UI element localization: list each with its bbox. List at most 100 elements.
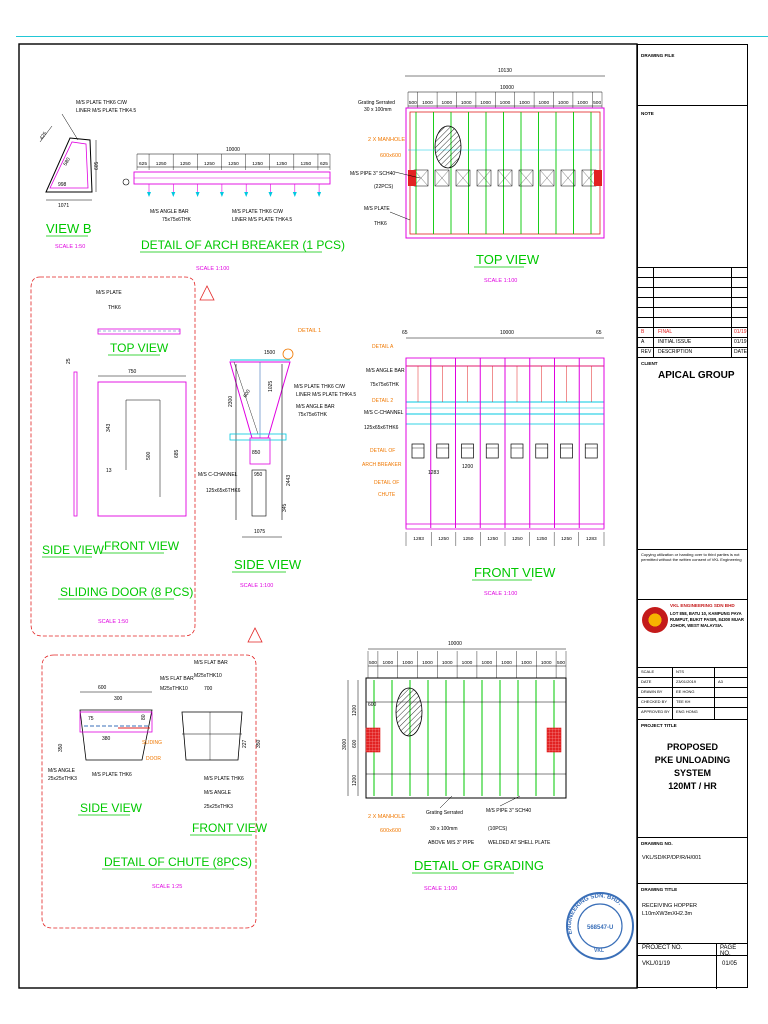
front-chute-2: [461, 443, 474, 459]
front-span-4: 1250: [512, 536, 523, 542]
door-front-d1: 13: [106, 468, 112, 474]
front-chute-note-2: CHUTE: [378, 492, 396, 498]
grading-span-3: 1000: [422, 660, 433, 666]
view-b-note: M/S PLATE THK6 C/W: [76, 100, 127, 106]
drawing-file-label: DRAWING FILE: [641, 53, 675, 58]
main-front-view-title: FRONT VIEW: [474, 565, 556, 580]
sign-approved-label: APPROVED BY: [641, 709, 670, 714]
main-front-view-scale: SCALE 1:100: [484, 591, 517, 597]
grading-above-note: ABOVE M/S 3" PIPE: [428, 840, 475, 846]
rev-a-date: 01/19: [734, 339, 747, 345]
front-angle-note: M/S ANGLE BAR: [366, 368, 405, 374]
arch-drop-head-5: [268, 192, 273, 197]
chute-front-flat-note-2: M25xTHK10: [194, 673, 222, 679]
side-channel-note: M/S C-CHANNEL: [198, 472, 238, 478]
stamp-number: 568547-U: [587, 925, 613, 931]
arch-span-4: 1250: [228, 161, 239, 167]
front-channel-note: M/S C-CHANNEL: [364, 410, 404, 416]
view-b-dim-c: 605: [94, 161, 100, 170]
grading-pipe-note: M/S PIPE 3" SCH40: [486, 808, 531, 814]
arch-drop-head-4: [244, 192, 249, 197]
chute-front-d2: 350: [256, 739, 262, 748]
top-pipe-box-7: [560, 169, 576, 187]
arch-angle-note-2: 75x75x6THK: [162, 217, 192, 223]
top-view-scale: SCALE 1:100: [484, 278, 517, 284]
chute-d1: 350: [58, 743, 64, 752]
top-grating-note: Grating Serrated: [358, 100, 395, 106]
chute-d4: 80: [141, 714, 147, 720]
arch-angle-note: M/S ANGLE BAR: [150, 209, 189, 215]
sliding-door-detail: M/S PLATE THK6 TOP VIEW 25 750 685 500 3…: [42, 290, 193, 625]
front-span-3: 1250: [487, 536, 498, 542]
revision-row-a: A INITIAL ISSUE 01/19: [638, 337, 747, 345]
page-no: 01/05: [722, 961, 738, 967]
side-height-total: 2300: [228, 396, 234, 407]
top-manhole-note: 2 X MANHOLE: [368, 137, 405, 143]
top-pipe-y-4: [497, 169, 513, 187]
chute-front-flat-note: M/S FLAT BAR: [194, 660, 228, 666]
company-address: LOT 858, BATU 10, KAMPUNG PAYA RUMPUT, B…: [670, 611, 744, 628]
chute-width: 600: [98, 685, 107, 691]
sheet-top-border: [16, 36, 768, 37]
top-pipe-box-6: [539, 169, 555, 187]
chute-detail: 600 300 380 350 75 80 SLIDING DOOR M/S A…: [48, 660, 268, 890]
grading-span-6: 1000: [481, 660, 492, 666]
chute-title: DETAIL OF CHUTE (8PCS): [104, 855, 252, 869]
chute-plate-note: M/S PLATE THK6: [92, 772, 132, 778]
side-angle-note: M/S ANGLE BAR: [296, 404, 335, 410]
main-side-view-title: SIDE VIEW: [234, 557, 302, 572]
arch-breaker-title: DETAIL OF ARCH BREAKER (1 PCS): [141, 238, 345, 252]
chute-front-title: FRONT VIEW: [192, 821, 268, 835]
top-manhole-red-right: [594, 170, 602, 186]
top-plate-note-2: THK6: [374, 221, 387, 227]
grading-span-10: 500: [557, 660, 565, 666]
top-view-title: TOP VIEW: [476, 252, 540, 267]
chute-front-angle-note-2: 25x25xTHK3: [204, 804, 233, 810]
view-b-dim-b: 998: [58, 182, 67, 188]
front-end-right: 65: [596, 330, 602, 336]
grading-side-dim: 600: [368, 702, 377, 708]
front-arch-note: DETAIL OF: [370, 448, 395, 454]
top-span-5: 1000: [500, 100, 511, 106]
rev-b-desc: FINAL: [658, 329, 673, 335]
top-pipe-y-0: [413, 169, 429, 187]
grading-manhole-note-2: 600x600: [380, 828, 401, 834]
door-side-dim: 25: [66, 358, 72, 364]
grading-span-7: 1000: [501, 660, 512, 666]
view-b-dim-e: 425: [39, 131, 49, 141]
view-b-scale: SCALE 1:50: [55, 244, 85, 250]
top-span-4: 1000: [480, 100, 491, 106]
sheet-size: A3: [718, 679, 723, 684]
top-pipe-y-6: [539, 169, 555, 187]
chute-door-note: SLIDING: [142, 740, 162, 746]
chute-region: [41, 654, 257, 929]
view-b-dim-a: 1071: [58, 203, 69, 209]
sliding-door-region: [30, 276, 196, 637]
front-detail-a: DETAIL A: [372, 344, 394, 350]
front-chute-0: [411, 443, 425, 459]
client-label: CLIENT: [641, 361, 658, 366]
grading-overall: 10000: [448, 641, 462, 647]
grading-span-2: 1000: [402, 660, 413, 666]
side-plate-note-2: LINER M/S PLATE THK4.5: [296, 392, 356, 398]
project-no-label: PROJECT NO.: [642, 945, 683, 951]
top-plate-note: M/S PLATE: [364, 206, 390, 212]
grading-span-8: 1000: [521, 660, 532, 666]
front-span-0: 1283: [413, 536, 424, 542]
arch-span-0: 625: [139, 161, 147, 167]
side-angle-note-2: 75x75x6THK: [298, 412, 328, 418]
front-angle-note-2: 75x75x6THK: [370, 382, 400, 388]
chute-front-d1: 227: [242, 739, 248, 748]
top-span-6: 1000: [519, 100, 530, 106]
grading-title: DETAIL OF GRADING: [414, 858, 544, 873]
project-title-line-3: 120MT / HR: [668, 781, 717, 791]
arch-span-3: 1250: [204, 161, 215, 167]
top-span-7: 1000: [538, 100, 549, 106]
front-arch-note-2: ARCH BREAKER: [362, 462, 402, 468]
chute-front-plate-note: M/S PLATE THK6: [204, 776, 244, 782]
chute-scale: SCALE 1:25: [152, 884, 182, 890]
front-overall: 10000: [500, 330, 514, 336]
door-front-h2: 500: [146, 451, 152, 460]
front-chute-4: [510, 443, 524, 459]
